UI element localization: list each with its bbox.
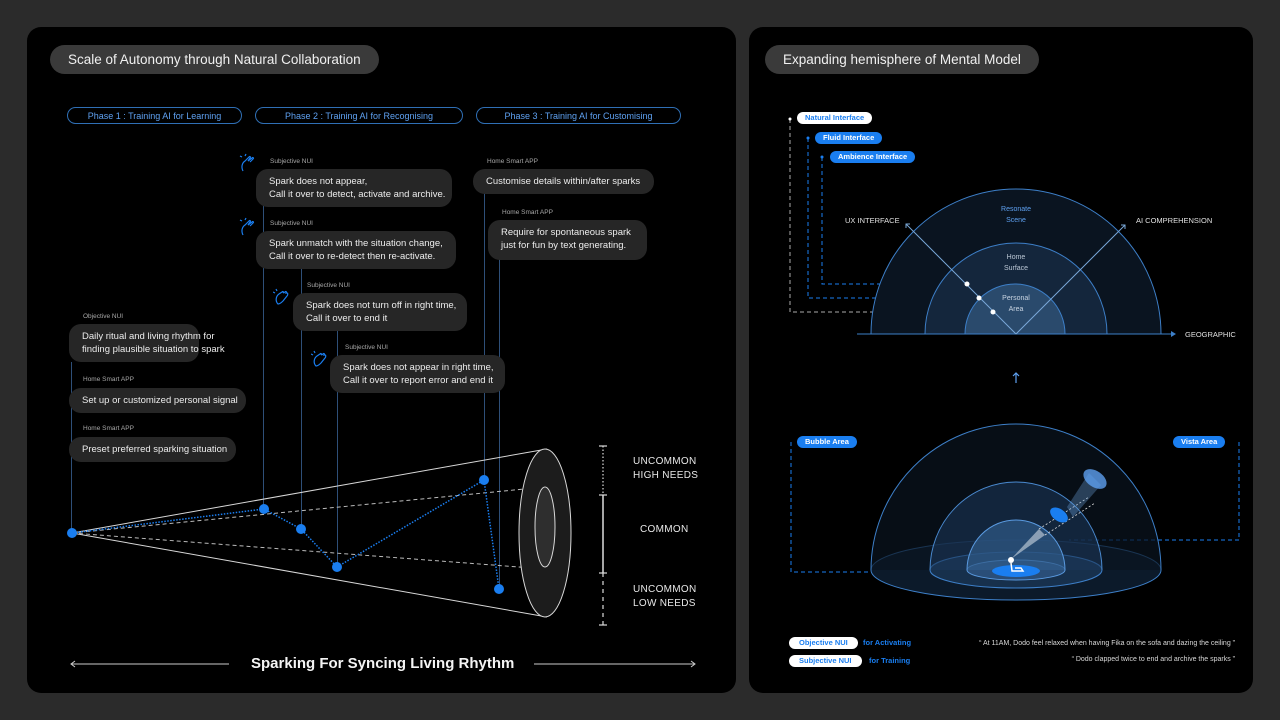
scale-text: LOW NEEDS — [633, 598, 696, 609]
card-tag: Subjective NUI — [307, 282, 350, 289]
card-line: Call it over to re-detect then re-activa… — [269, 251, 436, 262]
ring-resonate-scene: Resonate Scene — [986, 204, 1046, 226]
card-spark-unmatch: Spark unmatch with the situation change,… — [256, 231, 456, 269]
card-spark-not-appear: Spark does not appear, Call it over to d… — [256, 169, 452, 207]
ambience-interface-tag: Ambience Interface — [830, 151, 916, 163]
phase-2-label: Phase 2 : Training AI for Recognising — [255, 107, 463, 124]
card-tag: Subjective NUI — [270, 158, 313, 165]
connector-line — [337, 327, 338, 567]
scale-uncommon-low: UNCOMMON LOW NEEDS — [633, 583, 697, 611]
card-line: Call it over to report error and end it — [343, 375, 493, 386]
card-tag: Home Smart APP — [502, 209, 553, 216]
ring-personal-area: Personal Area — [986, 293, 1046, 315]
card-line: Spark unmatch with the situation change, — [269, 238, 443, 249]
autonomy-scale-panel: Scale of Autonomy through Natural Collab… — [27, 27, 736, 693]
card-line: Require for spontaneous spark — [501, 227, 631, 238]
bubble-area-tag: Bubble Area — [797, 436, 857, 448]
legend-objective-text: for Activating — [863, 638, 912, 647]
connector-line — [484, 192, 485, 480]
scale-text: HIGH NEEDS — [633, 470, 699, 481]
clap-hands-icon — [273, 288, 289, 305]
ring-text: Resonate — [1001, 206, 1031, 213]
card-tag: Home Smart APP — [83, 376, 134, 383]
card-line: Preset preferred sparking situation — [82, 444, 228, 455]
card-line: just for fun by text generating. — [501, 240, 627, 251]
scale-text: UNCOMMON — [633, 456, 697, 467]
ring-text: Personal — [1002, 295, 1030, 302]
card-spark-not-turn-off: Spark does not turn off in right time, C… — [293, 293, 467, 331]
connector-line — [499, 257, 500, 590]
card-line: Set up or customized personal signal — [82, 395, 238, 406]
ring-text: Home — [1006, 254, 1026, 261]
phase-3-label: Phase 3 : Training AI for Customising — [476, 107, 681, 124]
hemisphere-diagram — [788, 117, 1240, 601]
scale-common: COMMON — [640, 524, 689, 535]
card-line: Daily ritual and living rhythm for — [82, 331, 215, 342]
legend-subjective-nui-tag: Subjective NUI — [789, 655, 862, 667]
card-customise-details: Customise details within/after sparks — [473, 169, 654, 194]
card-line: Spark does not appear, — [269, 176, 368, 187]
ring-text: Scene — [1006, 217, 1026, 224]
phase-1-label: Phase 1 : Training AI for Learning — [67, 107, 242, 124]
card-personal-signal: Set up or customized personal signal — [69, 388, 246, 413]
hand-gesture-icon — [239, 153, 255, 172]
ring-text: Surface — [1003, 265, 1029, 272]
card-line: Customise details within/after sparks — [486, 176, 641, 187]
card-tag: Objective NUI — [83, 313, 124, 320]
card-daily-ritual: Daily ritual and living rhythm for findi… — [69, 324, 225, 362]
hand-gesture-icon — [239, 217, 255, 236]
card-tag: Home Smart APP — [83, 425, 134, 432]
quote-clapped: “ Dodo clapped twice to end and archive … — [1071, 656, 1235, 663]
clap-hands-icon — [311, 350, 327, 367]
panel-title: Expanding hemisphere of Mental Model — [765, 45, 1039, 74]
mental-model-panel: Expanding hemisphere of Mental Model — [749, 27, 1253, 693]
scale-text: UNCOMMON — [633, 584, 697, 595]
card-tag: Home Smart APP — [487, 158, 538, 165]
card-line: Call it over to detect, activate and arc… — [269, 189, 446, 200]
ai-comprehension-label: AI COMPREHENSION — [1136, 216, 1213, 225]
legend-subjective-text: for Training — [869, 656, 911, 665]
quote-fika: “ At 11AM, Dodo feel relaxed when having… — [979, 640, 1235, 647]
card-tag: Subjective NUI — [270, 220, 313, 227]
card-tag: Subjective NUI — [345, 344, 388, 351]
card-line: Spark does not appear in right time, — [343, 362, 494, 373]
card-line: Spark does not turn off in right time, — [306, 300, 457, 311]
legend-objective-nui-tag: Objective NUI — [789, 637, 858, 649]
bottom-title: Sparking For Syncing Living Rhythm — [251, 655, 515, 672]
panel-title: Scale of Autonomy through Natural Collab… — [50, 45, 379, 74]
ring-home-surface: Home Surface — [986, 252, 1046, 274]
card-spark-report-error: Spark does not appear in right time, Cal… — [330, 355, 505, 393]
spark-cone-diagram — [67, 445, 696, 668]
vista-area-tag: Vista Area — [1173, 436, 1226, 448]
card-line: Call it over to end it — [306, 313, 388, 324]
geographic-label: GEOGRAPHIC — [1185, 330, 1236, 339]
natural-interface-tag: Natural Interface — [797, 112, 873, 124]
ux-interface-label: UX INTERFACE — [845, 216, 900, 225]
connector-line — [263, 197, 264, 510]
card-spontaneous-spark: Require for spontaneous spark just for f… — [488, 220, 647, 260]
ring-text: Area — [1008, 306, 1024, 313]
card-line: finding plausible situation to spark — [82, 344, 225, 355]
scale-uncommon-high: UNCOMMON HIGH NEEDS — [633, 455, 698, 483]
card-preset-situation: Preset preferred sparking situation — [69, 437, 236, 462]
connector-line — [301, 267, 302, 529]
fluid-interface-tag: Fluid Interface — [815, 132, 883, 144]
